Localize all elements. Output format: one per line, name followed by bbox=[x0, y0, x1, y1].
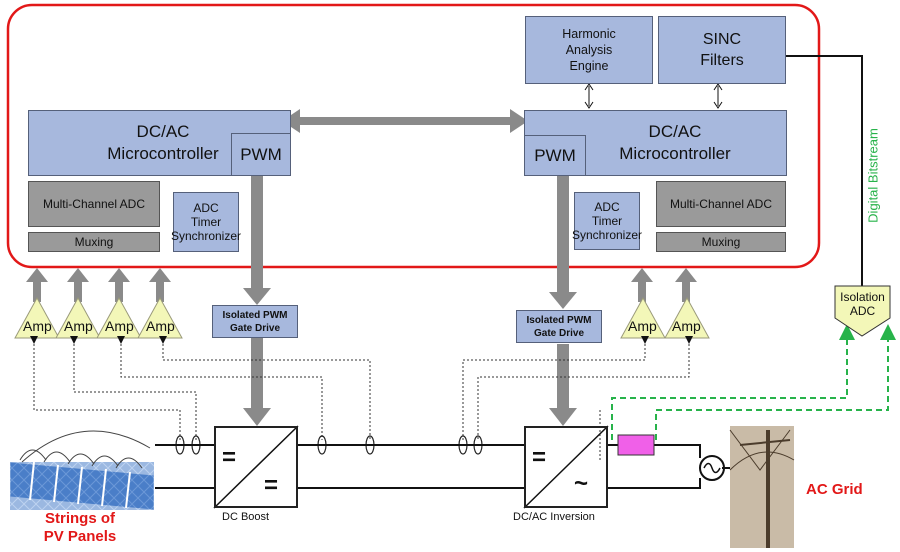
adc-timer-left-line-3: Synchronizer bbox=[170, 229, 242, 243]
adc-timer-left-line-2: Timer bbox=[190, 215, 222, 229]
amp-label-5: Amp bbox=[628, 318, 657, 334]
muxing-right: Muxing bbox=[656, 232, 786, 252]
boost-in-sign: = bbox=[222, 444, 237, 471]
inverter-diagonal bbox=[523, 425, 609, 509]
gate-left-line-2: Gate Drive bbox=[229, 322, 281, 334]
sense-wires-right bbox=[462, 336, 693, 462]
harmonic-analysis-engine: Harmonic Analysis Engine bbox=[525, 16, 653, 84]
mcu-right-line-1: DC/AC bbox=[648, 122, 702, 141]
adc-right-label: Multi-Channel ADC bbox=[669, 197, 773, 211]
adc-timer-left-line-1: ADC bbox=[193, 201, 219, 215]
gate-right-arrow bbox=[549, 344, 577, 426]
pv-panels-label: Strings of PV Panels bbox=[20, 510, 140, 546]
iso-adc-line-1: Isolation bbox=[840, 290, 885, 304]
amp-label-3: Amp bbox=[105, 318, 134, 334]
adc-timer-right-line-3: Synchronizer bbox=[571, 228, 643, 242]
boost-out-sign: = bbox=[264, 472, 279, 499]
isolation-adc-shape bbox=[834, 285, 891, 337]
pwm-right: PWM bbox=[524, 135, 586, 176]
grid-sense-lines bbox=[611, 324, 896, 440]
pwm-right-arrow bbox=[549, 176, 577, 309]
multi-channel-adc-left: Multi-Channel ADC bbox=[28, 181, 160, 227]
pwm-left-label: PWM bbox=[240, 144, 282, 164]
power-rails bbox=[155, 444, 760, 489]
ac-grid-pole bbox=[729, 426, 795, 548]
harmonic-link-arrow bbox=[584, 83, 594, 109]
multi-channel-adc-right: Multi-Channel ADC bbox=[656, 181, 786, 227]
gate-left-line-1: Isolated PWM bbox=[222, 309, 288, 321]
adc-left-label: Multi-Channel ADC bbox=[42, 197, 146, 211]
amp-up-arrows-right bbox=[631, 268, 697, 302]
boost-diagonal bbox=[213, 425, 299, 509]
inverter-in-sign: = bbox=[532, 444, 547, 471]
digital-bitstream-label: Digital Bitstream bbox=[865, 128, 881, 223]
pv-label-line-1: Strings of bbox=[45, 510, 115, 527]
mcu-link-arrow bbox=[282, 109, 528, 133]
adc-timer-synchronizer-right: ADC Timer Synchronizer bbox=[571, 192, 643, 250]
adc-timer-right-line-2: Timer bbox=[591, 214, 623, 228]
inverter-out-sign: ~ bbox=[574, 470, 589, 497]
isolation-adc-label: Isolation ADC bbox=[835, 290, 890, 318]
ac-grid-label: AC Grid bbox=[806, 481, 863, 498]
sense-wires-left bbox=[30, 336, 371, 440]
mcu-left-line-1: DC/AC bbox=[136, 122, 190, 141]
amp-triangles-left bbox=[14, 296, 183, 339]
pwm-left-arrow bbox=[243, 176, 271, 305]
mcu-right-label: DC/AC Microcontroller bbox=[595, 121, 755, 165]
dcac-inversion-label: DC/AC Inversion bbox=[513, 511, 595, 523]
amp-label-6: Amp bbox=[672, 318, 701, 334]
dcac-inverter bbox=[524, 426, 608, 508]
pv-panels bbox=[9, 430, 155, 511]
adc-timer-right-line-1: ADC bbox=[594, 200, 620, 214]
dc-boost-converter bbox=[214, 426, 298, 508]
mcu-left-label: DC/AC Microcontroller bbox=[83, 121, 243, 165]
amp-label-2: Amp bbox=[64, 318, 93, 334]
amp-label-1: Amp bbox=[23, 318, 52, 334]
mcu-right-line-2: Microcontroller bbox=[619, 144, 731, 163]
sinc-link-arrow bbox=[713, 83, 723, 109]
sinc-filters: SINC Filters bbox=[658, 16, 786, 84]
muxing-left: Muxing bbox=[28, 232, 160, 252]
mcu-left-line-2: Microcontroller bbox=[107, 144, 219, 163]
pwm-right-label: PWM bbox=[534, 145, 576, 165]
harmonic-line-3: Engine bbox=[569, 59, 609, 73]
muxing-right-label: Muxing bbox=[701, 235, 741, 249]
gate-right-line-1: Isolated PWM bbox=[526, 314, 592, 326]
grid-filter bbox=[617, 434, 655, 456]
pwm-left: PWM bbox=[231, 133, 291, 176]
harmonic-line-1: Harmonic bbox=[562, 27, 616, 41]
harmonic-line-2: Analysis bbox=[565, 43, 613, 57]
sinc-line-1: SINC bbox=[702, 31, 742, 48]
dc-boost-label: DC Boost bbox=[222, 511, 270, 523]
iso-adc-line-2: ADC bbox=[849, 304, 876, 318]
gate-left-arrow bbox=[243, 338, 271, 426]
muxing-left-label: Muxing bbox=[74, 235, 114, 249]
sinc-line-2: Filters bbox=[700, 52, 744, 69]
controller-boundary bbox=[6, 3, 821, 269]
amp-label-4: Amp bbox=[146, 318, 175, 334]
gate-right-line-2: Gate Drive bbox=[533, 327, 585, 339]
isolated-pwm-gate-drive-left: Isolated PWM Gate Drive bbox=[212, 305, 298, 338]
digital-bitstream-wire bbox=[786, 55, 863, 286]
pv-label-line-2: PV Panels bbox=[43, 528, 117, 545]
isolated-pwm-gate-drive-right: Isolated PWM Gate Drive bbox=[516, 310, 602, 343]
ac-source bbox=[699, 455, 725, 481]
adc-timer-synchronizer-left: ADC Timer Synchronizer bbox=[170, 192, 242, 252]
amp-up-arrows-left bbox=[26, 268, 171, 302]
